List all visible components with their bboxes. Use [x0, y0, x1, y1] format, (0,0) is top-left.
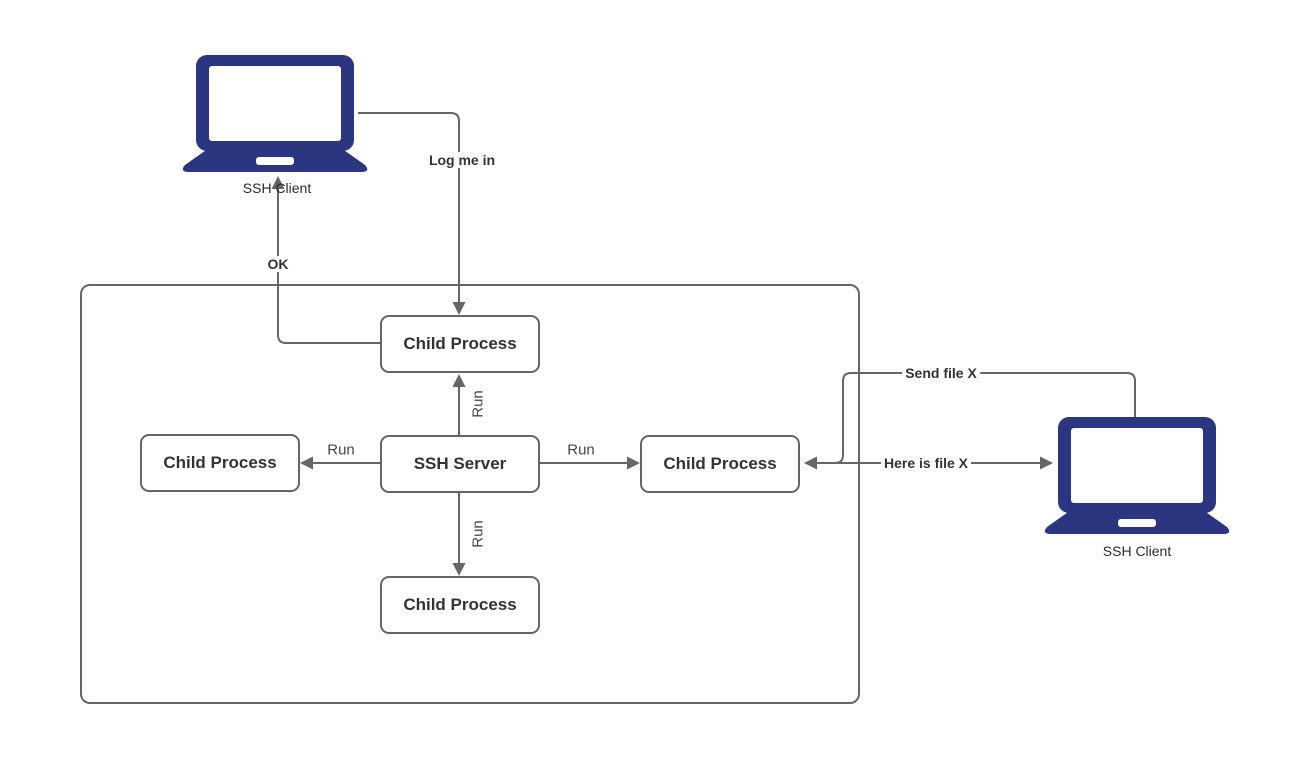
- node-ssh-server: SSH Server: [380, 435, 540, 493]
- server-host-container: [80, 284, 860, 704]
- node-label: Child Process: [403, 334, 517, 353]
- arrowhead-run-bottom: [452, 563, 466, 576]
- node-label: SSH Server: [413, 454, 507, 473]
- edge-label-run-left: Run: [327, 441, 355, 459]
- edge-label-log-me-in: Log me in: [425, 152, 499, 168]
- node-label: Child Process: [403, 595, 517, 614]
- laptop-icon-left: [179, 55, 371, 178]
- edge-ok: [277, 189, 380, 344]
- laptop-icon: [1044, 417, 1230, 534]
- laptop-icon-right: [1039, 417, 1235, 540]
- edge-label-here-is-file: Here is file X: [880, 455, 972, 471]
- edge-log-me-in: [358, 112, 460, 302]
- node-child-process-bottom: Child Process: [380, 576, 540, 634]
- laptop-icon: [182, 55, 368, 172]
- node-label: Child Process: [163, 453, 277, 472]
- node-child-process-right: Child Process: [640, 435, 800, 493]
- arrowhead-run-left: [300, 456, 313, 470]
- label-ssh-client-right: SSH Client: [1102, 543, 1172, 559]
- arrowhead-ok: [271, 176, 285, 189]
- arrowhead-here-is-file: [1040, 456, 1053, 470]
- edge-label-send-file: Send file X: [902, 365, 980, 381]
- arrowhead-run-right: [627, 456, 640, 470]
- edge-label-run-right: Run: [567, 441, 595, 459]
- edge-send-file: [817, 372, 1136, 464]
- edge-label-ok: OK: [264, 256, 292, 272]
- edge-label-run-bottom: Run: [469, 520, 487, 548]
- edge-label-run-top: Run: [469, 390, 487, 418]
- arrowhead-log-me-in: [452, 302, 466, 315]
- node-child-process-left: Child Process: [140, 434, 300, 492]
- arrowhead-run-top: [452, 374, 466, 387]
- label-ssh-client-left: SSH Client: [242, 180, 312, 196]
- node-child-process-top: Child Process: [380, 315, 540, 373]
- arrowhead-send-file: [804, 456, 817, 470]
- node-label: Child Process: [663, 454, 777, 473]
